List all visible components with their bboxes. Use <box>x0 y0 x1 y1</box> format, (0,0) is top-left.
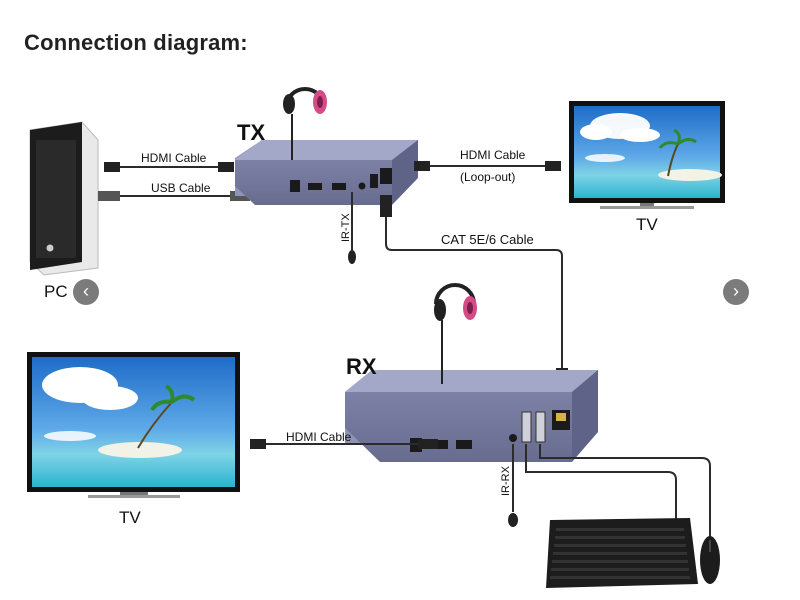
ir-tx-label: IR-TX <box>340 213 352 242</box>
tx-headphones-icon <box>283 87 327 160</box>
chevron-left-icon: ‹ <box>83 281 89 301</box>
rx-headphones-icon <box>434 283 477 384</box>
diagram-title: Connection diagram: <box>24 30 248 55</box>
tx-label: TX <box>237 120 266 145</box>
tv-bottom-label: TV <box>119 508 141 527</box>
mouse-icon <box>700 536 720 584</box>
cat-cable-label: CAT 5E/6 Cable <box>441 232 534 247</box>
ir-rx-label: IR-RX <box>500 466 512 496</box>
tv-top-label: TV <box>636 215 658 234</box>
rx-label: RX <box>346 354 377 379</box>
rx-hdmi-cable-label: HDMI Cable <box>286 430 352 444</box>
tx-hdmi-plug <box>218 162 234 172</box>
usb-cable-label: USB Cable <box>151 181 211 195</box>
loop-out-label: (Loop-out) <box>460 170 516 184</box>
pc-usb-plug <box>98 191 120 201</box>
rx-extender-icon <box>345 370 598 462</box>
pc-hdmi-plug <box>104 162 120 172</box>
pc-label: PC <box>44 282 68 301</box>
next-image-button[interactable]: › <box>723 279 749 305</box>
previous-image-button[interactable]: ‹ <box>73 279 99 305</box>
pc-tower-icon <box>29 121 99 276</box>
tv-top-icon <box>569 101 725 209</box>
tv-bottom-icon <box>27 352 240 498</box>
chevron-right-icon: › <box>733 281 739 301</box>
keyboard-icon <box>546 518 698 588</box>
pc-hdmi-cable-label: HDMI Cable <box>141 151 207 165</box>
loop-hdmi-cable-label: HDMI Cable <box>460 148 526 162</box>
